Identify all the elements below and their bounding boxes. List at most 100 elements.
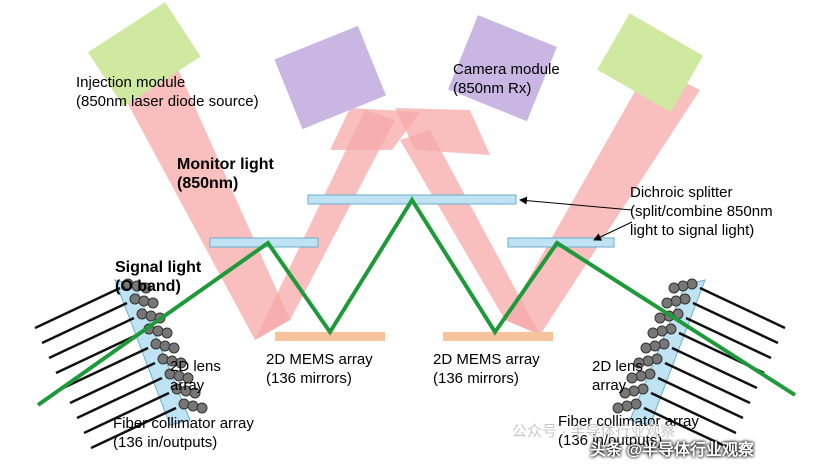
camera-label-line2: (850nm Rx) bbox=[453, 80, 532, 97]
lens-element bbox=[187, 400, 199, 412]
lens-element bbox=[647, 327, 659, 339]
dichroic-label-line1: Dichroic splitter bbox=[630, 184, 733, 201]
signal-light-label: Signal light (O band) bbox=[115, 258, 201, 296]
lens-element bbox=[619, 387, 631, 399]
injection-module-right bbox=[597, 13, 704, 113]
lens-element bbox=[633, 357, 645, 369]
lens-element bbox=[658, 338, 670, 350]
beam-right-down bbox=[505, 65, 700, 335]
lens-array-right-label: 2D lens array bbox=[592, 357, 643, 395]
fiber-left-line2: (136 in/outputs) bbox=[113, 434, 218, 451]
lens-element bbox=[161, 327, 173, 339]
lens-array-left-label: 2D lens array bbox=[170, 357, 221, 395]
injection-module-label: Injection module (850nm laser diode sour… bbox=[76, 73, 259, 111]
lens-element bbox=[168, 342, 180, 354]
mems-left-line1: 2D MEMS array bbox=[266, 351, 373, 368]
lens-element bbox=[644, 368, 656, 380]
fiber-line bbox=[650, 391, 737, 435]
lens-left-line2: array bbox=[170, 377, 205, 394]
lens-element bbox=[138, 295, 150, 307]
lens-element bbox=[145, 310, 157, 322]
mems-array-right bbox=[443, 332, 553, 341]
camera-label-line1: Camera module bbox=[453, 61, 560, 78]
lens-element bbox=[152, 325, 164, 337]
beam-left-down bbox=[115, 40, 290, 340]
lens-element bbox=[182, 372, 194, 384]
fiber-line bbox=[83, 391, 170, 435]
lens-element bbox=[196, 402, 208, 414]
injection-module-left bbox=[87, 2, 201, 107]
lens-left-line1: 2D lens bbox=[170, 358, 221, 375]
signal-light-path bbox=[36, 196, 797, 407]
lens-element bbox=[136, 308, 148, 320]
lens-element bbox=[189, 387, 201, 399]
monitor-label-line1: Monitor light bbox=[177, 156, 274, 173]
signal-label-line1: Signal light bbox=[115, 259, 202, 276]
lens-element bbox=[175, 357, 187, 369]
mems-right-line1: 2D MEMS array bbox=[433, 351, 540, 368]
lens-right-line2: array bbox=[592, 377, 627, 394]
lens-right-line1: 2D lens bbox=[592, 358, 643, 375]
lens-element bbox=[157, 353, 169, 365]
lens-element bbox=[686, 278, 698, 290]
lens-element bbox=[679, 293, 691, 305]
lens-element bbox=[140, 282, 152, 294]
fiber-line bbox=[76, 376, 163, 420]
monitor-light-label: Monitor light (850nm) bbox=[177, 155, 274, 193]
beam-arrow-right bbox=[395, 108, 490, 155]
mems-array-left-label: 2D MEMS array (136 mirrors) bbox=[266, 350, 373, 388]
fiber-line bbox=[41, 301, 128, 345]
fiber-line bbox=[699, 286, 786, 330]
fiber-line bbox=[657, 376, 744, 420]
lens-element bbox=[626, 372, 638, 384]
lens-element bbox=[661, 297, 673, 309]
beam-right-up bbox=[400, 130, 540, 335]
fiber-line bbox=[643, 406, 730, 450]
lens-element bbox=[649, 340, 661, 352]
lens-element bbox=[159, 340, 171, 352]
lens-element bbox=[150, 338, 162, 350]
camera-module-label: Camera module (850nm Rx) bbox=[453, 60, 560, 98]
lens-element bbox=[651, 353, 663, 365]
lens-element bbox=[665, 323, 677, 335]
lens-element bbox=[656, 325, 668, 337]
beam-left-up bbox=[255, 110, 395, 340]
fiber-right-line2: (136 in/outputs) bbox=[558, 432, 663, 449]
injection-label-line1: Injection module bbox=[76, 74, 186, 91]
monitor-label-line2: (850nm) bbox=[177, 175, 239, 192]
lens-element bbox=[668, 282, 680, 294]
lens-element bbox=[147, 297, 159, 309]
fiber-collimator-array-left bbox=[34, 278, 208, 450]
watermark-label: 头条 @半导体行业观察 bbox=[590, 442, 755, 459]
lens-element bbox=[677, 280, 689, 292]
fiber-right-line1: Fiber collimator array bbox=[558, 413, 699, 430]
injection-label-line2: (850nm laser diode source) bbox=[76, 93, 259, 110]
mems-array-left bbox=[275, 332, 385, 341]
beam-arrow-left bbox=[330, 108, 420, 150]
lens-element bbox=[630, 398, 642, 410]
mems-left-line2: (136 mirrors) bbox=[266, 370, 352, 387]
dichroic-label-line2: (split/combine 850nm bbox=[630, 203, 773, 220]
lens-element bbox=[640, 342, 652, 354]
signal-label-line2: (O band) bbox=[115, 278, 181, 295]
fiber-collimator-array-right bbox=[612, 278, 786, 450]
fiber-left-line1: Fiber collimator array bbox=[113, 415, 254, 432]
dichroic-pointer-right bbox=[593, 221, 633, 241]
lens-element bbox=[612, 402, 624, 414]
fiber-line bbox=[90, 406, 177, 450]
fiber-line bbox=[692, 301, 779, 345]
lens-element bbox=[670, 295, 682, 307]
watermark-faded: 公众号 · 半导体行业观察 bbox=[512, 423, 676, 440]
fiber-line bbox=[48, 316, 135, 360]
lens-element bbox=[654, 312, 666, 324]
lens-element bbox=[621, 400, 633, 412]
fiber-line bbox=[69, 361, 156, 405]
fiber-line bbox=[62, 346, 149, 390]
mems-array-right-label: 2D MEMS array (136 mirrors) bbox=[433, 350, 540, 388]
lens-element bbox=[642, 355, 654, 367]
fiber-array-left-label: Fiber collimator array (136 in/outputs) bbox=[113, 414, 254, 452]
dichroic-splitter-label: Dichroic splitter (split/combine 850nm l… bbox=[630, 183, 773, 240]
monitor-module-left bbox=[274, 25, 386, 130]
